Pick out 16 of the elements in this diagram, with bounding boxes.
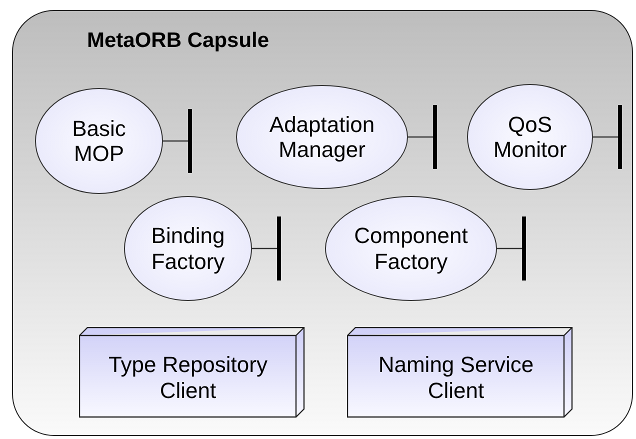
interface-connector xyxy=(497,216,526,280)
capsule-title: MetaORB Capsule xyxy=(87,29,270,53)
client-label: Type Repository Client xyxy=(108,351,268,404)
client-block xyxy=(347,327,573,418)
component-label: Adaptation Manager xyxy=(268,112,376,162)
component-label: Component Factory xyxy=(353,223,469,274)
component-label: QoS Monitor xyxy=(492,112,568,162)
interface-connector xyxy=(408,105,437,169)
interface-connector xyxy=(252,216,281,280)
interface-connector xyxy=(593,105,622,169)
client-label: Naming Service Client xyxy=(377,351,535,404)
component-label: Basic MOP xyxy=(71,116,127,166)
client-block xyxy=(79,327,305,418)
component-label: Binding Factory xyxy=(150,223,226,274)
capsule-container xyxy=(12,10,633,436)
interface-connector xyxy=(163,109,192,173)
